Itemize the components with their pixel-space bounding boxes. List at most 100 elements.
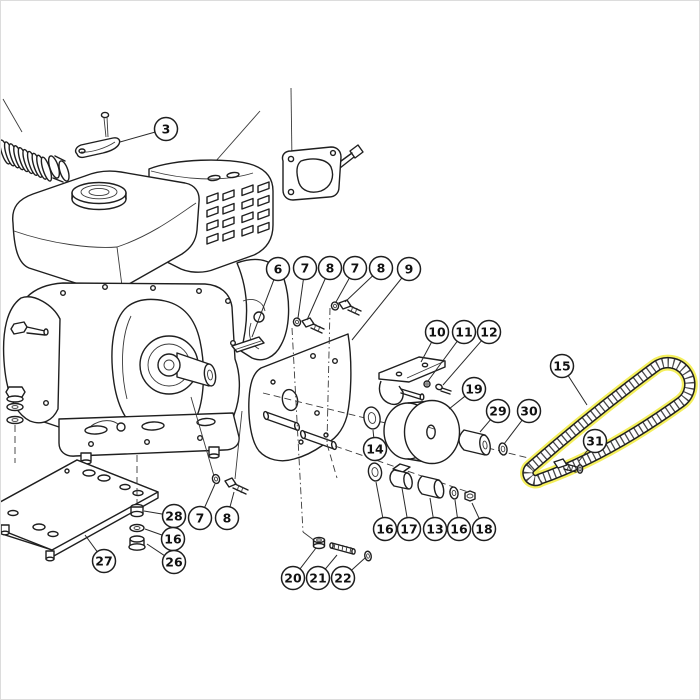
svg-text:30: 30: [520, 404, 538, 419]
callout-31-14: 31: [582, 428, 608, 454]
engine-illustration: [2, 159, 290, 465]
cover-strip-part-3: [74, 111, 121, 159]
svg-text:7: 7: [301, 261, 310, 276]
guard-plate-bolts: [292, 299, 362, 334]
engine-mount-base: [58, 412, 240, 465]
callout-13-18: 13: [422, 516, 448, 542]
svg-text:21: 21: [309, 571, 326, 586]
callout-12-9: 12: [476, 319, 502, 345]
leader-line-6: [251, 279, 275, 338]
svg-text:16: 16: [164, 532, 182, 547]
svg-text:3: 3: [162, 122, 171, 137]
leader-line-29: [479, 419, 491, 433]
svg-text:28: 28: [165, 509, 182, 524]
leader-line-18: [471, 502, 480, 519]
flexible-hose: [1, 98, 70, 183]
svg-text:26: 26: [165, 555, 183, 570]
leader-line-26: [146, 543, 165, 557]
bushing-and-washer: [458, 429, 508, 456]
callout-7-4: 7: [342, 255, 368, 281]
svg-text:9: 9: [405, 262, 414, 277]
svg-text:31: 31: [586, 434, 603, 449]
callout-17-17: 17: [396, 516, 422, 542]
callout-14-15: 14: [362, 436, 388, 462]
base-plate: [1, 459, 159, 562]
leader-line-7: [204, 483, 216, 508]
leader-line-16: [144, 528, 163, 536]
callout-20-23: 20: [280, 565, 306, 591]
callout-9-6: 9: [396, 256, 422, 282]
leader-line-8: [229, 491, 235, 508]
svg-text:13: 13: [426, 522, 443, 537]
nut-18: [464, 490, 476, 502]
shaft-hardware-row: [367, 462, 476, 502]
lower-hardware: [312, 536, 372, 562]
svg-text:18: 18: [475, 522, 492, 537]
callout-22-25: 22: [330, 565, 356, 591]
leader-line-30: [503, 419, 523, 445]
leader-line-8: [306, 278, 326, 321]
belt-highlight: [528, 363, 690, 481]
callout-3-0: 3: [153, 116, 179, 142]
callout-28-26: 28: [161, 503, 187, 529]
bolt-31: [553, 458, 584, 474]
svg-text:16: 16: [376, 522, 394, 537]
svg-text:7: 7: [196, 511, 205, 526]
drive-pulley: [383, 399, 461, 465]
svg-text:8: 8: [326, 261, 335, 276]
leader-line-8: [344, 275, 373, 303]
svg-text:16: 16: [450, 522, 468, 537]
callout-16-16: 16: [372, 516, 398, 542]
callout-29-11: 29: [485, 398, 511, 424]
leader-line-27: [84, 534, 98, 552]
svg-text:22: 22: [334, 571, 351, 586]
callout-8-22: 8: [214, 505, 240, 531]
callout-18-20: 18: [471, 516, 497, 542]
leader-line-11: [427, 341, 458, 382]
callout-21-24: 21: [305, 565, 331, 591]
leader-line-17: [401, 487, 408, 518]
svg-text:14: 14: [366, 442, 384, 457]
callout-19-10: 19: [461, 376, 487, 402]
leader-line-28: [143, 510, 163, 515]
svg-text:11: 11: [455, 325, 472, 340]
washer-14: [363, 406, 381, 430]
callout-8-3: 8: [317, 255, 343, 281]
callout-7-21: 7: [187, 505, 213, 531]
svg-text:7: 7: [351, 261, 360, 276]
svg-text:6: 6: [274, 262, 283, 277]
callout-10-7: 10: [424, 319, 450, 345]
callout-7-2: 7: [292, 255, 318, 281]
fuel-tank: [12, 170, 200, 291]
svg-text:17: 17: [400, 522, 417, 537]
callout-8-5: 8: [368, 255, 394, 281]
plate-side-hardware: [190, 396, 249, 495]
leader-line-31: [578, 449, 589, 462]
leader-line-13: [429, 497, 434, 518]
leader-line-top-2: [290, 87, 293, 163]
leader-line-7: [335, 277, 350, 303]
leader-line-15: [567, 375, 588, 406]
callout-15-13: 15: [549, 353, 575, 379]
leader-line-3: [119, 131, 156, 143]
callout-11-8: 11: [451, 319, 477, 345]
leader-line-21: [324, 554, 338, 570]
belt-guard-bracket: [378, 356, 452, 406]
callout-16-19: 16: [446, 516, 472, 542]
svg-text:20: 20: [284, 571, 302, 586]
leader-line-16: [375, 481, 384, 518]
leader-line-20: [299, 547, 317, 570]
callout-26-28: 26: [161, 549, 187, 575]
leader-line-14: [372, 429, 375, 438]
guard-plate: [248, 333, 352, 462]
v-belt-highlighted: [528, 363, 690, 481]
leader-line-22: [351, 557, 366, 571]
svg-text:12: 12: [480, 325, 497, 340]
callout-30-12: 30: [516, 398, 542, 424]
svg-text:10: 10: [428, 325, 446, 340]
callout-leader-lines: [84, 131, 589, 571]
callout-16-27: 16: [160, 526, 186, 552]
plate-bolt-stack: [128, 455, 146, 551]
